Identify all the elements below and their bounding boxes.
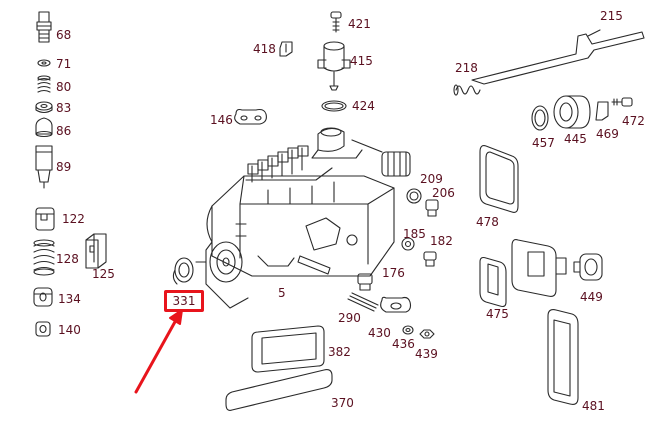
part-128-spring[interactable] (33, 239, 55, 276)
label-424[interactable]: 424 (352, 99, 375, 113)
label-125[interactable]: 125 (92, 267, 115, 281)
part-472-bolt[interactable] (611, 97, 633, 107)
label-140[interactable]: 140 (58, 323, 81, 337)
label-481[interactable]: 481 (582, 399, 605, 413)
part-370-gasket[interactable] (225, 369, 333, 411)
part-125-bracket[interactable] (85, 233, 107, 269)
label-86[interactable]: 86 (56, 124, 72, 138)
label-370[interactable]: 370 (331, 396, 354, 410)
label-436[interactable]: 436 (392, 337, 415, 351)
part-430-flange[interactable] (380, 296, 412, 313)
part-290-stud[interactable] (347, 292, 379, 312)
injection-pump-assembly[interactable] (195, 127, 411, 309)
part-209-ring[interactable] (406, 188, 422, 204)
label-176[interactable]: 176 (382, 266, 405, 280)
part-218-spring[interactable] (453, 84, 481, 96)
label-5[interactable]: 5 (278, 286, 286, 300)
label-469[interactable]: 469 (596, 127, 619, 141)
highlight-arrow (134, 309, 183, 394)
label-472[interactable]: 472 (622, 114, 645, 128)
label-209[interactable]: 209 (420, 172, 443, 186)
part-86-cap[interactable] (35, 117, 53, 138)
part-469-bracket[interactable] (595, 101, 609, 121)
part-439-nut[interactable] (419, 329, 435, 339)
part-418-clip[interactable] (279, 41, 293, 57)
part-71-washer[interactable] (37, 59, 51, 67)
part-331-seal-ring[interactable] (172, 257, 194, 285)
part-80-spring[interactable] (37, 75, 51, 93)
label-430[interactable]: 430 (368, 326, 391, 340)
label-457[interactable]: 457 (532, 136, 555, 150)
part-215-rod[interactable] (471, 29, 645, 85)
label-449[interactable]: 449 (580, 290, 603, 304)
part-68-valve-holder[interactable] (36, 11, 52, 43)
label-68[interactable]: 68 (56, 28, 72, 42)
part-185-washer[interactable] (401, 237, 415, 251)
label-418[interactable]: 418 (253, 42, 276, 56)
label-415[interactable]: 415 (350, 54, 373, 68)
part-382-gasket[interactable] (251, 325, 325, 373)
part-140-bushing[interactable] (35, 321, 51, 337)
part-445-cover[interactable] (553, 95, 591, 129)
part-421-screw[interactable] (330, 11, 342, 33)
label-89[interactable]: 89 (56, 160, 72, 174)
label-80[interactable]: 80 (56, 80, 72, 94)
label-439[interactable]: 439 (415, 347, 438, 361)
label-83[interactable]: 83 (56, 101, 72, 115)
part-457-seal[interactable] (531, 105, 549, 131)
label-331: 331 (172, 294, 196, 308)
part-415-valve[interactable] (317, 41, 351, 91)
part-449-actuator[interactable] (573, 253, 603, 281)
cover-plate[interactable] (511, 239, 567, 297)
label-185[interactable]: 185 (403, 227, 426, 241)
label-290[interactable]: 290 (338, 311, 361, 325)
label-128[interactable]: 128 (56, 252, 79, 266)
part-182-plug[interactable] (423, 251, 437, 267)
label-475[interactable]: 475 (486, 307, 509, 321)
label-218[interactable]: 218 (455, 61, 478, 75)
label-421[interactable]: 421 (348, 17, 371, 31)
part-424-o-ring[interactable] (321, 100, 347, 112)
part-481-gasket[interactable] (547, 309, 579, 405)
label-206[interactable]: 206 (432, 186, 455, 200)
part-83-ring[interactable] (35, 101, 53, 114)
label-146[interactable]: 146 (210, 113, 233, 127)
label-71[interactable]: 71 (56, 57, 72, 71)
part-176-plug[interactable] (357, 273, 373, 291)
part-436-washer[interactable] (402, 325, 414, 335)
highlight-box-331[interactable]: 331 (164, 290, 204, 312)
part-206-plug[interactable] (425, 199, 439, 217)
label-134[interactable]: 134 (58, 292, 81, 306)
part-134-roller[interactable] (33, 287, 53, 307)
label-478[interactable]: 478 (476, 215, 499, 229)
part-478-gasket[interactable] (479, 145, 519, 213)
label-122[interactable]: 122 (62, 212, 85, 226)
label-182[interactable]: 182 (430, 234, 453, 248)
part-146-plate[interactable] (234, 108, 267, 125)
label-445[interactable]: 445 (564, 132, 587, 146)
label-215[interactable]: 215 (600, 9, 623, 23)
part-475-gasket[interactable] (479, 256, 507, 308)
part-89-element[interactable] (35, 145, 53, 189)
part-122-tappet[interactable] (35, 207, 55, 231)
label-382[interactable]: 382 (328, 345, 351, 359)
